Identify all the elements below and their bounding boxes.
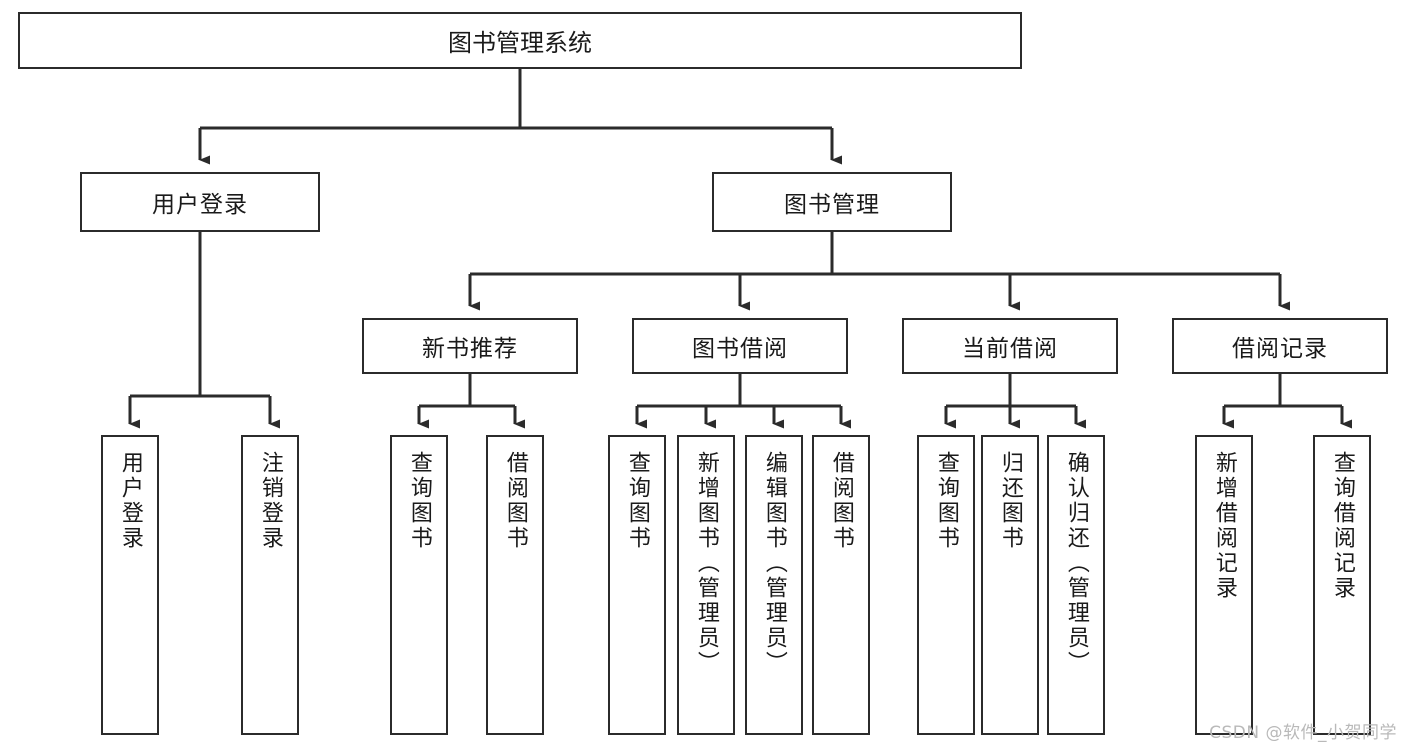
node-label: 图书借阅: [692, 336, 788, 362]
node-label: 确认归还（管理员）: [1063, 451, 1089, 676]
node-label: 新增借阅记录: [1211, 451, 1237, 601]
node-label: 编辑图书（管理员）: [761, 451, 787, 676]
node-label: 借阅记录: [1232, 336, 1328, 362]
leaf-user-login-logout[interactable]: 注销登录: [241, 435, 299, 735]
leaf-book-borrow-borrow[interactable]: 借阅图书: [812, 435, 870, 735]
leaf-current-borrow-confirm-return[interactable]: 确认归还（管理员）: [1047, 435, 1105, 735]
node-label: 借阅图书: [502, 451, 528, 551]
node-label: 注销登录: [257, 451, 283, 551]
leaf-borrow-record-add[interactable]: 新增借阅记录: [1195, 435, 1253, 735]
node-root-system[interactable]: 图书管理系统: [18, 12, 1022, 69]
leaf-user-login-login[interactable]: 用户登录: [101, 435, 159, 735]
node-label: 新书推荐: [422, 336, 518, 362]
node-current-borrow[interactable]: 当前借阅: [902, 318, 1118, 374]
node-label: 归还图书: [997, 451, 1023, 551]
node-label: 用户登录: [117, 451, 143, 551]
node-label: 查询借阅记录: [1329, 451, 1355, 601]
leaf-current-borrow-query[interactable]: 查询图书: [917, 435, 975, 735]
node-label: 图书管理系统: [448, 29, 592, 57]
node-label: 图书管理: [784, 192, 880, 218]
leaf-borrow-record-query[interactable]: 查询借阅记录: [1313, 435, 1371, 735]
node-label: 当前借阅: [962, 336, 1058, 362]
leaf-book-borrow-edit[interactable]: 编辑图书（管理员）: [745, 435, 803, 735]
watermark: CSDN @软件_小贺同学: [1209, 723, 1397, 743]
node-label: 查询图书: [933, 451, 959, 551]
node-user-login[interactable]: 用户登录: [80, 172, 320, 232]
node-label: 查询图书: [406, 451, 432, 551]
node-label: 用户登录: [152, 192, 248, 218]
leaf-current-borrow-return[interactable]: 归还图书: [981, 435, 1039, 735]
node-label: 借阅图书: [828, 451, 854, 551]
node-book-borrow[interactable]: 图书借阅: [632, 318, 848, 374]
leaf-book-borrow-add[interactable]: 新增图书（管理员）: [677, 435, 735, 735]
node-label: 新增图书（管理员）: [693, 451, 719, 676]
node-book-management[interactable]: 图书管理: [712, 172, 952, 232]
node-label: 查询图书: [624, 451, 650, 551]
node-new-book-recommend[interactable]: 新书推荐: [362, 318, 578, 374]
node-borrow-record[interactable]: 借阅记录: [1172, 318, 1388, 374]
leaf-book-borrow-query[interactable]: 查询图书: [608, 435, 666, 735]
leaf-new-book-query[interactable]: 查询图书: [390, 435, 448, 735]
leaf-new-book-borrow[interactable]: 借阅图书: [486, 435, 544, 735]
